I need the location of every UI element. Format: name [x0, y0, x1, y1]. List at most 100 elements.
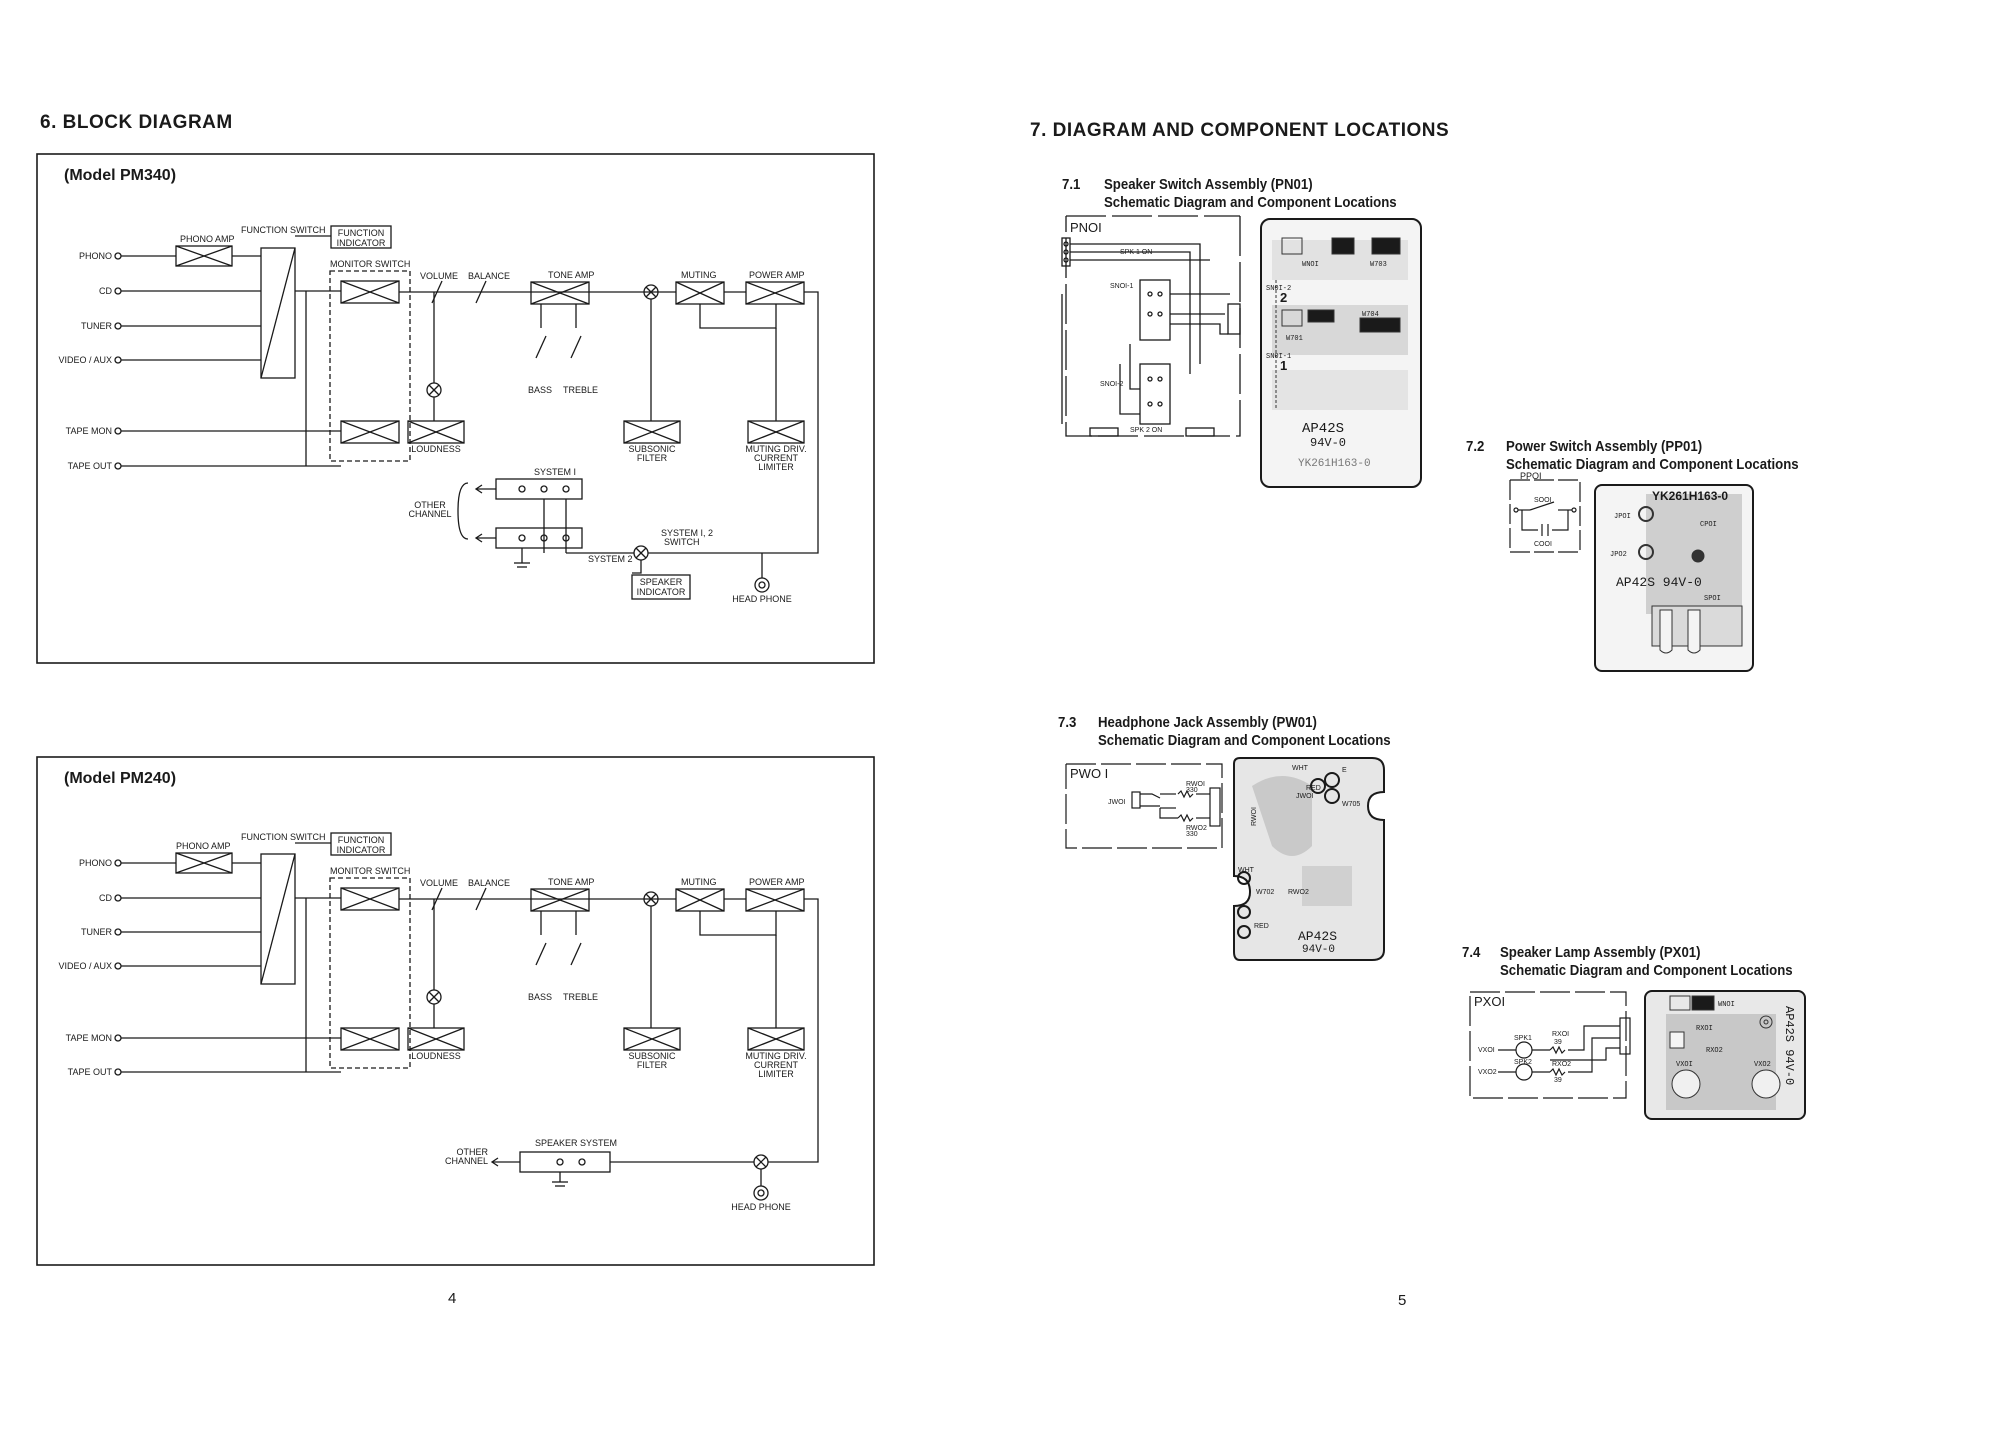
s73-pcb-rw02: RWO2	[1288, 889, 1309, 896]
section-7-heading: 7. DIAGRAM AND COMPONENT LOCATIONS	[1030, 120, 1450, 141]
loudness-label: LOUDNESS	[411, 1051, 461, 1061]
output-tape-out: TAPE OUT	[68, 461, 113, 471]
s72-pcb-yk: YK261H163-0	[1652, 489, 1728, 503]
s73-pcb-w702: W702	[1256, 889, 1274, 896]
s71-pcb-2: 2	[1280, 290, 1287, 305]
s71-sn01-1-label: SNOI-1	[1110, 283, 1133, 290]
input-tuner: TUNER	[81, 321, 112, 331]
phono-amp-label: PHONO AMP	[176, 841, 231, 851]
balance-label: BALANCE	[468, 271, 510, 281]
pm340-block-diagram: (Model PM340) PHONO CD TUNER VIDEO / AUX…	[36, 153, 875, 664]
input-video-aux: VIDEO / AUX	[58, 961, 112, 971]
s72-pcb-cp01: CPOI	[1700, 521, 1717, 529]
s73-rw02-label: RWO2	[1186, 825, 1207, 832]
muting-driv-label: MUTING DRIV.	[745, 444, 806, 454]
s74-spk1-label: SPK1	[1514, 1035, 1532, 1042]
s71-pcb-w703: W703	[1370, 261, 1387, 269]
input-tape-mon: TAPE MON	[66, 426, 112, 436]
s74-pcb-vx02: VXO2	[1754, 1061, 1771, 1069]
s72-pcb-sp01: SPOI	[1704, 595, 1721, 603]
s72-title: Power Switch Assembly (PP01)	[1506, 438, 1703, 455]
s72-c001-label: COOI	[1534, 541, 1552, 548]
system2-label: SYSTEM 2	[588, 554, 633, 564]
s74-rx02-label: RXO2	[1552, 1061, 1571, 1068]
function-indicator-label-1: FUNCTION	[338, 835, 385, 845]
page-number-right: 5	[1398, 1292, 1407, 1309]
s74-pcb: WNOI RXOI RXO2 VXOI VXO2 AP42S 94V-0	[1644, 990, 1806, 1120]
s71-pcb-sn01-2: SN0I-2	[1266, 285, 1291, 293]
monitor-switch-label: MONITOR SWITCH	[330, 259, 410, 269]
limiter-label: LIMITER	[758, 462, 794, 472]
subsonic-label: SUBSONIC	[628, 444, 676, 454]
s74-number: 7.4	[1462, 944, 1481, 961]
s74-spk2-label: SPK2	[1514, 1059, 1532, 1066]
channel-label: CHANNEL	[445, 1156, 488, 1166]
s73-pcb-red: RED	[1306, 785, 1321, 792]
muting-label: MUTING	[681, 877, 717, 887]
s74-rx02-value: 39	[1554, 1077, 1562, 1084]
s73-schematic: PWO I JWOI RWOI 330 RWO2 330	[1065, 763, 1223, 849]
s71-number: 7.1	[1062, 176, 1081, 193]
s73-rw01-label: RWOI	[1186, 781, 1205, 788]
system12-label: SYSTEM I, 2	[661, 528, 713, 538]
volume-label: VOLUME	[420, 271, 458, 281]
s71-pcb-sn01-1: SN0I-1	[1266, 353, 1291, 361]
headphone-label: HEAD PHONE	[731, 1202, 791, 1212]
pm340-title: (Model PM340)	[64, 167, 176, 184]
input-tuner: TUNER	[81, 927, 112, 937]
muting-driv-label: MUTING DRIV.	[745, 1051, 806, 1061]
s74-vx01-label: VXOI	[1478, 1047, 1495, 1054]
s72-number: 7.2	[1466, 438, 1485, 455]
function-indicator-label-2: INDICATOR	[337, 238, 386, 248]
s73-pcb-94v0: 94V-0	[1302, 944, 1335, 956]
s74-title: Speaker Lamp Assembly (PX01)	[1500, 944, 1701, 961]
pm240-block-diagram: (Model PM240) PHONO CD TUNER VIDEO / AUX…	[36, 756, 875, 1266]
s74-vx02-label: VXO2	[1478, 1069, 1497, 1076]
current-label: CURRENT	[754, 1060, 799, 1070]
headphone-label: HEAD PHONE	[732, 594, 792, 604]
bass-label: BASS	[528, 385, 552, 395]
treble-label: TREBLE	[563, 385, 598, 395]
balance-label: BALANCE	[468, 878, 510, 888]
s73-pcb-w705: W705	[1342, 801, 1360, 808]
s72-subtitle: Schematic Diagram and Component Location…	[1506, 456, 1799, 473]
s72-pcb-ap42s: AP42S 94V-0	[1616, 575, 1702, 590]
s73-title: Headphone Jack Assembly (PW01)	[1098, 714, 1317, 731]
s71-pcb-1: 1	[1280, 358, 1287, 373]
tone-amp-label: TONE AMP	[548, 270, 594, 280]
loudness-label: LOUDNESS	[411, 444, 461, 454]
s74-pcb-rx01: RXOI	[1696, 1025, 1713, 1033]
s72-pcb-jp02: JPO2	[1610, 551, 1627, 559]
s72-schematic-label: PPOI	[1520, 471, 1542, 481]
s71-pcb-wn01: WNOI	[1302, 261, 1319, 269]
s71-pcb-94v0: 94V-0	[1310, 436, 1346, 450]
s73-number: 7.3	[1058, 714, 1077, 731]
speaker-ind-label-2: INDICATOR	[637, 587, 686, 597]
section-6-heading: 6. BLOCK DIAGRAM	[40, 112, 233, 133]
s73-pcb-e: E	[1342, 767, 1347, 774]
input-cd: CD	[99, 286, 112, 296]
limiter-label: LIMITER	[758, 1069, 794, 1079]
filter-label: FILTER	[637, 453, 668, 463]
s73-schematic-label: PWO I	[1070, 766, 1108, 781]
channel-label: CHANNEL	[408, 509, 451, 519]
speaker-system-label: SPEAKER SYSTEM	[535, 1138, 617, 1148]
s73-rw02-value: 330	[1186, 831, 1198, 838]
current-label: CURRENT	[754, 453, 799, 463]
s72-pcb: YK261H163-0 JPOI JPO2 CPOI AP42S 94V-0 S…	[1594, 484, 1754, 672]
s74-pcb-vx01: VXOI	[1676, 1061, 1693, 1069]
s73-pcb-wht2: WHT	[1238, 867, 1255, 874]
system1-label: SYSTEM I	[534, 467, 576, 477]
s71-pcb-ap42s: AP42S	[1302, 421, 1344, 437]
s71-schematic-label: PNOI	[1070, 220, 1102, 235]
subsonic-label: SUBSONIC	[628, 1051, 676, 1061]
power-amp-label: POWER AMP	[749, 877, 805, 887]
page-number-left: 4	[448, 1290, 457, 1307]
s72-pcb-jp01: JPOI	[1614, 513, 1631, 521]
filter-label: FILTER	[637, 1060, 668, 1070]
s71-pcb-w704: W704	[1362, 311, 1379, 319]
input-phono: PHONO	[79, 251, 112, 261]
phono-amp-label: PHONO AMP	[180, 234, 235, 244]
function-switch-label: FUNCTION SWITCH	[241, 225, 326, 235]
s73-pcb-ap42s: AP42S	[1298, 929, 1337, 944]
